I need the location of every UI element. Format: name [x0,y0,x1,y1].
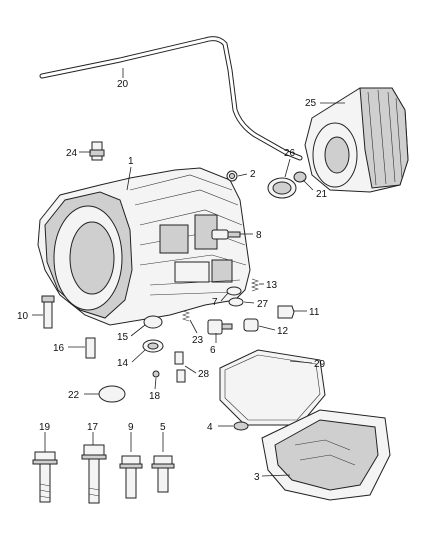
part-11-plug [277,305,295,319]
part-21-bushing [293,171,307,183]
callout-28: 28 [198,369,210,380]
callout-19: 19 [39,422,51,433]
part-20-tube [39,36,303,161]
callout-2: 2 [250,169,256,180]
callout-4: 4 [207,422,213,433]
part-14-seal [142,339,164,353]
part-13-spring [251,278,259,292]
part-16-sleeve [85,337,96,359]
callout-21: 21 [316,189,328,200]
callout-8: 8 [256,230,262,241]
part-10-pin [41,295,55,329]
callout-24: 24 [66,148,78,159]
leader-lines [32,68,345,477]
part-18-ball [152,370,160,378]
part-12-solenoid [243,318,259,332]
callout-14: 14 [117,358,129,369]
callout-11: 11 [309,307,320,318]
callout-23: 23 [192,335,204,346]
callout-13: 13 [266,280,278,291]
callout-27: 27 [257,299,269,310]
part-9-bolt [119,455,143,499]
part-26-seal [267,177,297,199]
part-5-bolt [151,455,175,493]
part-1-transmission-case [37,167,251,326]
callout-17: 17 [87,422,99,433]
callout-15: 15 [117,332,129,343]
part-24-fitting [89,141,105,161]
part-17-bolt [81,444,107,504]
callout-20: 20 [117,79,129,90]
callout-25: 25 [305,98,317,109]
callout-10: 10 [17,311,29,322]
part-27-oring [228,297,244,307]
part-6-sensor [207,319,233,335]
callout-9: 9 [128,422,134,433]
part-23-spring [182,310,190,322]
part-28-springs [174,351,186,383]
callout-12: 12 [277,326,289,337]
callout-5: 5 [160,422,166,433]
callout-1: 1 [128,156,134,167]
part-29-gasket [219,349,326,426]
part-25-extension-housing [304,87,409,193]
part-4-washer [233,421,249,431]
part-8-sensor [211,229,241,240]
callout-3: 3 [254,472,260,483]
callout-16: 16 [53,343,65,354]
part-19-bolt [32,451,58,503]
part-22-snap-ring [98,385,126,403]
part-2-plug [226,170,238,182]
callout-6: 6 [210,345,216,356]
callout-22: 22 [68,390,80,401]
part-7-washer [226,286,242,296]
callout-7: 7 [212,297,218,308]
part-15-cup-plug [143,315,163,329]
callout-labels: 20 1 2 24 25 26 21 8 13 7 27 11 10 12 15… [17,79,328,483]
callout-29: 29 [314,359,326,370]
callout-18: 18 [149,391,161,402]
part-3-oil-pan [261,409,391,501]
callout-26: 26 [284,148,296,159]
